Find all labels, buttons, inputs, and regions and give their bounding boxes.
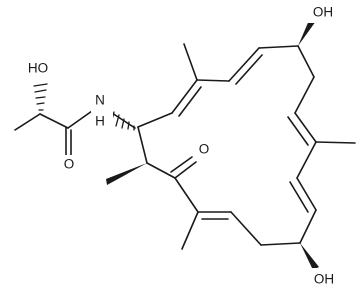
hash-ca-oh (33, 83, 48, 111)
hydroxyl-label-left: HO (28, 61, 48, 76)
atom-labels: HO O N H O OH OH (25, 3, 340, 288)
bond-c3-methyl (183, 43, 198, 81)
bond-c16-c17 (146, 162, 176, 179)
bond-c8-c9-a (294, 112, 317, 143)
bond-c12-c13 (260, 242, 301, 246)
bond-c5-c6 (258, 45, 299, 49)
bond-ketone-co-2 (170, 156, 193, 173)
bond-c15-methyl (181, 211, 199, 250)
bond-c9-methyl (315, 141, 356, 144)
amide-oxygen-label: O (64, 157, 75, 172)
bond-c3-c4 (196, 79, 230, 82)
hydroxyl-label-top: OH (313, 5, 333, 20)
bond-ketone-co-1 (174, 161, 197, 179)
nitrogen-label: N (95, 93, 105, 108)
wedge-c12-oh (300, 243, 319, 270)
bond-c9-c10 (296, 141, 317, 179)
bond-c6-c7 (297, 45, 315, 78)
bond-c4-c5-b (235, 54, 263, 85)
wedge-c17-methyl (106, 163, 147, 185)
bond-methyl-ca (14, 113, 41, 131)
nitrogen-hydrogen-label: H (95, 114, 105, 129)
bonds (14, 43, 356, 250)
bond-c2-c3-a (171, 79, 198, 114)
stereo-bonds (33, 18, 319, 270)
bond-c10-c11-a (296, 177, 317, 211)
bond-c2-c3-b (178, 86, 202, 117)
wedge-c6-oh (298, 18, 316, 46)
bond-ca-carbonyl (39, 113, 69, 129)
bond-c11-c12 (299, 209, 317, 244)
bond-c13-c14 (230, 211, 262, 246)
bond-c8-c9-b (287, 116, 309, 146)
bond-c4-c5-a (228, 47, 260, 82)
ketone-oxygen-label: O (199, 142, 210, 157)
bond-c15-c16 (174, 177, 199, 213)
bond-c1-c2 (137, 112, 173, 128)
bond-c10-c11-b (289, 181, 309, 213)
bond-carbonyl-n (67, 110, 93, 129)
bond-c17-c1 (137, 126, 148, 164)
bond-c7-c8 (294, 76, 315, 114)
hydroxyl-label-bottom: OH (314, 272, 334, 287)
